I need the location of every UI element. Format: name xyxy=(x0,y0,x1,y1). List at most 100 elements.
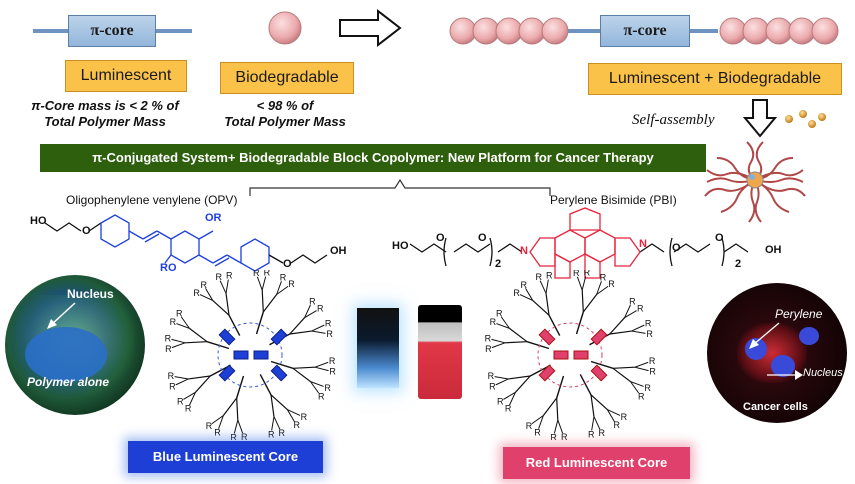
dendrimer-branch xyxy=(270,394,275,417)
dendrimer-r-label: R xyxy=(600,273,607,283)
dendrimer-branch xyxy=(556,375,565,399)
dendrimer-r-label: R xyxy=(185,404,192,414)
dendrimer-r-label: R xyxy=(649,356,656,366)
core-mass-note-line2: Total Polymer Mass xyxy=(44,114,166,129)
dendrimer-core-segment xyxy=(573,350,589,360)
pbi-o4: O xyxy=(715,232,724,244)
dendrimer-r-label: R xyxy=(177,396,184,406)
dendrimer-r-label: R xyxy=(168,371,175,381)
dendrimer-branch xyxy=(548,314,561,336)
dendrimer-r-label: R xyxy=(288,279,295,289)
dendrimer-r-label: R xyxy=(214,427,221,437)
right-cancer-label: Cancer cells xyxy=(743,401,808,413)
dendrimer-r-label: R xyxy=(496,309,503,319)
dendrimer-r-label: R xyxy=(324,383,331,393)
dendrimer-r-label: R xyxy=(485,344,492,354)
dendrimer-branch xyxy=(576,276,583,291)
dendrimer-branch xyxy=(630,381,644,387)
dendrimer-branch xyxy=(225,279,229,294)
dendrimer-branch xyxy=(542,397,558,416)
dendrimer-branch xyxy=(289,330,312,335)
pi-core-box-left: π-core xyxy=(68,15,156,47)
dendrimer-branch xyxy=(189,327,208,343)
dendrimer-r-label: R xyxy=(170,317,177,327)
dendrimer-branch xyxy=(171,338,186,344)
pbi-o1: O xyxy=(436,232,445,244)
dendrimer-branch xyxy=(273,416,281,430)
dendrimer-r-label: R xyxy=(608,279,615,289)
dendrimer-r-label: R xyxy=(165,333,172,343)
dendrimer-core-segment xyxy=(270,328,288,346)
dendrimer-branch xyxy=(199,294,213,301)
bio-mass-note-line2: Total Polymer Mass xyxy=(224,114,346,129)
bead-single xyxy=(268,11,302,45)
dendrimer-branch xyxy=(206,341,230,350)
dendrimer-branch xyxy=(503,391,516,400)
dendrimer-branch xyxy=(310,381,324,387)
micelle-illustration xyxy=(704,141,806,223)
dendrimer-core-segment xyxy=(538,328,556,346)
dendrimer-branch xyxy=(270,394,288,411)
left-nucleus-label: Nucleus xyxy=(67,287,114,301)
dendrimer-branch xyxy=(596,285,609,295)
dendrimer-branch xyxy=(219,280,227,294)
self-assembly-label: Self-assembly xyxy=(632,112,715,128)
dendrimer-branch xyxy=(609,317,626,335)
dendrimer-branch xyxy=(311,324,325,332)
opv-ho-left: HO xyxy=(30,215,47,227)
dendrimer-branch xyxy=(609,330,632,335)
pi-core-box-right: π-core xyxy=(600,15,690,47)
dendrimer-branch xyxy=(261,276,267,291)
dendrimer-core-segment xyxy=(253,350,269,360)
dendrimer-branch xyxy=(581,276,587,291)
dendrimer-r-label: R xyxy=(621,412,628,422)
dendrimer-branch xyxy=(188,375,211,380)
right-microscopy-image: Perylene Nucleus Cancer cells xyxy=(707,283,847,423)
dendrimer-r-label: R xyxy=(573,270,580,278)
dendrimer-branch xyxy=(495,378,509,386)
opv-ro-bottom: RO xyxy=(160,262,177,274)
dendrimer-branch xyxy=(590,394,608,411)
opv-or-top: OR xyxy=(205,212,222,224)
bead-chain-left xyxy=(449,17,569,45)
dendrimer-branch xyxy=(624,304,631,318)
opv-structure xyxy=(44,214,328,272)
dendrimer-r-label: R xyxy=(293,420,300,430)
dendrimer-r-label: R xyxy=(535,272,542,282)
dendrimer-r-label: R xyxy=(584,270,591,278)
opv-oh-right: OH xyxy=(330,245,347,257)
dendrimer-r-label: R xyxy=(230,432,237,440)
dendrimer-branch xyxy=(509,392,516,406)
dendrimer-branch xyxy=(581,290,584,313)
dendrimer-r-label: R xyxy=(497,396,504,406)
dendrimer-branch xyxy=(519,294,533,301)
dendrimer-r-label: R xyxy=(169,382,176,392)
core-mass-note-line1: π-Core mass is < 2 % of xyxy=(31,98,179,113)
left-microscopy-image: Nucleus Polymer alone xyxy=(5,275,145,415)
pbi-o2: O xyxy=(478,232,487,244)
blue-core-label: Blue Luminescent Core xyxy=(128,441,323,473)
dendrimer-branch xyxy=(593,416,601,430)
dendrimer-r-label: R xyxy=(645,318,652,328)
core-mass-note: π-Core mass is < 2 % of Total Polymer Ma… xyxy=(20,98,190,130)
dendrimer-branch xyxy=(630,381,640,394)
dendrimer-branch xyxy=(607,409,621,416)
dendrimer-r-label: R xyxy=(193,288,200,298)
pbi-sub1: 2 xyxy=(495,258,502,270)
biodegradable-label: Biodegradable xyxy=(220,62,354,94)
dendrimer-branch xyxy=(496,323,510,329)
dendrimer-branch xyxy=(256,276,263,291)
pbi-n-left: N xyxy=(520,245,528,257)
dendrimer-r-label: R xyxy=(505,404,512,414)
dendrimer-branch xyxy=(262,294,278,313)
dendrimer-branch xyxy=(292,367,311,383)
dendrimer-branch xyxy=(508,375,531,380)
dendrimer-branch xyxy=(557,419,564,434)
dendrimer-branch xyxy=(304,310,317,319)
dendrimer-branch xyxy=(211,415,224,425)
right-perylene-label: Perylene xyxy=(775,307,823,321)
dendrimer-core-segment xyxy=(590,328,608,346)
dendrimer-r-label: R xyxy=(613,420,620,430)
dendrimer-r-label: R xyxy=(489,382,496,392)
